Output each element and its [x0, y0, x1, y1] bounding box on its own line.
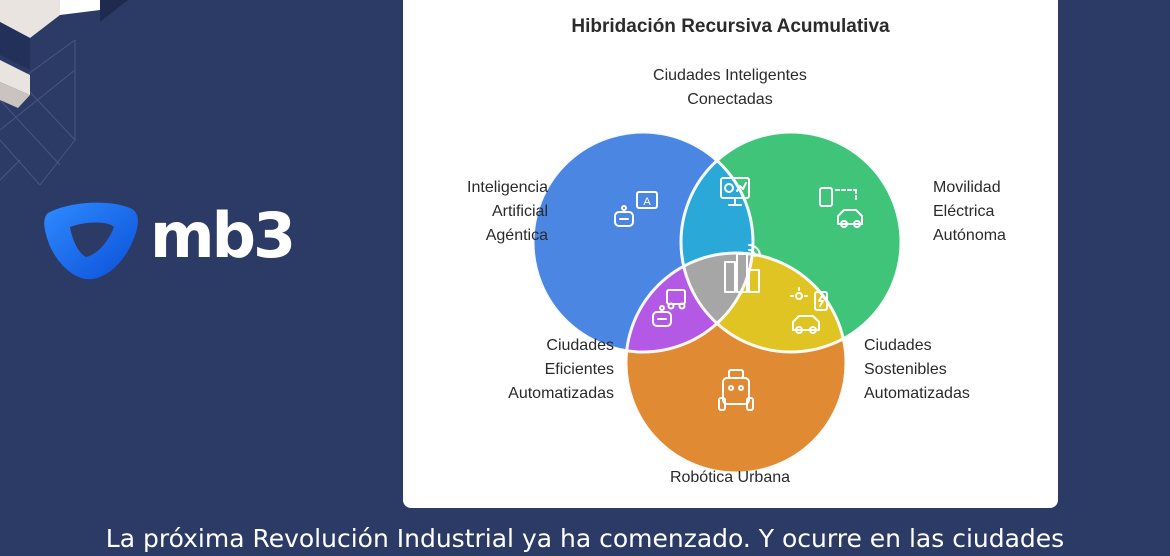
label-sustainable-automated-cities: Ciudades Sostenibles Automatizadas: [864, 337, 970, 402]
label-autonomous-mobility: Movilidad Eléctrica Autónoma: [933, 179, 1006, 244]
label-smart-connected-cities: Ciudades Inteligentes Conectadas: [653, 67, 807, 108]
ev-charging-icon: [790, 287, 828, 334]
label-urban-robotics: Robótica Urbana: [669, 469, 791, 486]
smart-city-icon: [724, 244, 761, 293]
label-efficient-automated-cities: Ciudades Eficientes Automatizadas: [508, 337, 614, 402]
diagram-title: Hibridación Recursiva Acumulativa: [571, 16, 890, 37]
logo-wordmark: mb3: [150, 199, 296, 272]
diagram-card: Hibridación Recursiva Acumulativa A: [403, 0, 1058, 508]
robot-vehicle-icon: [718, 369, 754, 411]
robot-chat-icon: A: [614, 191, 658, 227]
intersection-mobility-robotics: [681, 253, 846, 352]
mb3-logo: [44, 202, 138, 280]
corner-decoration: [0, 0, 128, 186]
svg-text:A: A: [643, 196, 651, 208]
label-agentic-ai: Inteligencia Artificial Agéntica: [467, 179, 548, 244]
autonomous-car-icon: [819, 187, 863, 228]
venn-diagram: A: [531, 130, 903, 475]
headline-caption: La próxima Revolución Industrial ya ha c…: [105, 524, 1065, 553]
delivery-robot-icon: [652, 289, 686, 327]
dashboard-monitor-icon: [720, 177, 750, 206]
